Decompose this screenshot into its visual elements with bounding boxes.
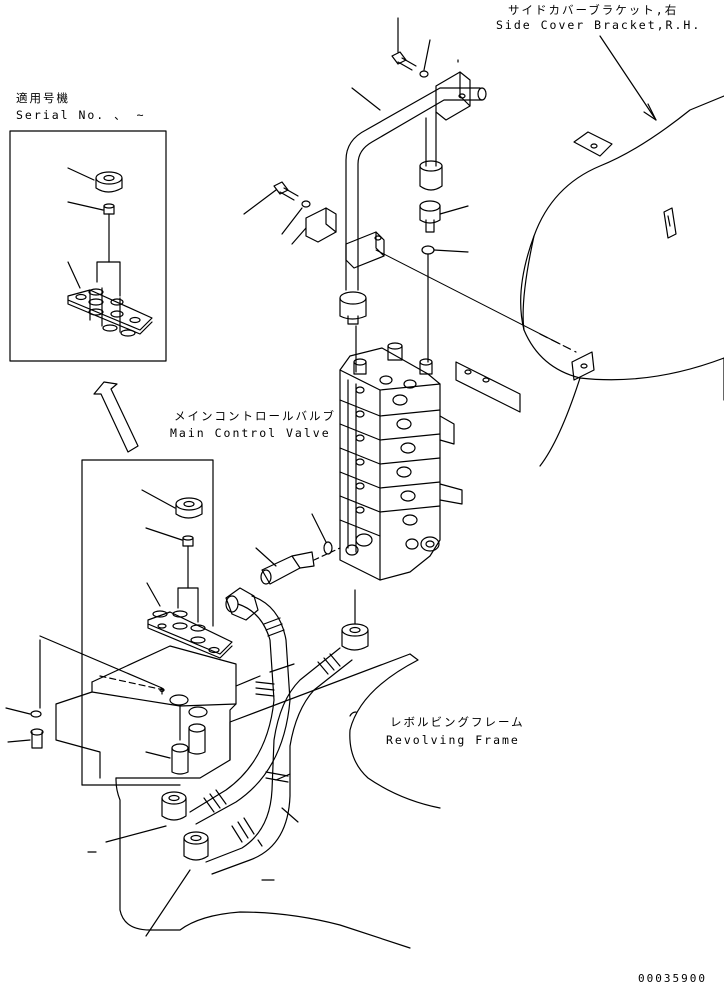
lower-frame — [5, 459, 237, 786]
hoses — [161, 587, 369, 875]
serial-label-en: Serial No. 、 ~ — [16, 108, 146, 122]
revolving-frame-outline — [115, 653, 441, 949]
main-control-valve — [339, 342, 463, 581]
side-cover-bracket — [455, 35, 724, 467]
revolving-frame-label-jp: レボルビングフレーム — [390, 715, 525, 729]
upper-pipe — [243, 17, 577, 373]
leader-lines — [87, 663, 299, 937]
side-cover-label-jp: サイドカバーブラケット,右 — [508, 3, 679, 17]
serial-label-jp: 適用号機 — [16, 91, 70, 105]
side-cover-label-en: Side Cover Bracket,R.H. — [496, 18, 702, 32]
revolving-frame-label-en: Revolving Frame — [386, 733, 520, 747]
main-valve-label-en: Main Control Valve — [170, 426, 331, 440]
main-valve-label-jp: メインコントロールバルブ — [174, 409, 336, 423]
inset-box — [9, 130, 167, 362]
drawing-number: 00035900 — [638, 972, 707, 985]
inset-arrow — [93, 381, 139, 453]
valve-side-fitting — [255, 513, 341, 585]
